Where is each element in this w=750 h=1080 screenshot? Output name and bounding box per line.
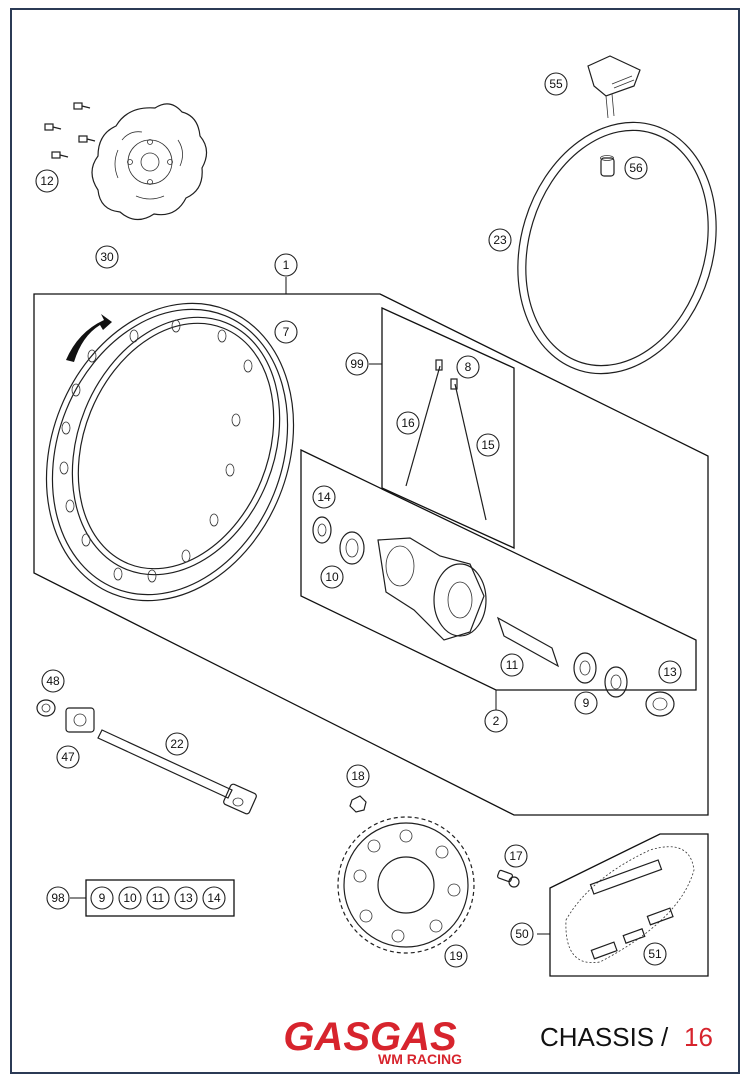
wheel-rim (45, 302, 295, 602)
brand-name: GASGAS (283, 1015, 457, 1059)
kit-98-item: 9 (90, 886, 114, 910)
callout-18: 18 (346, 764, 370, 788)
callout-98: 98 (46, 886, 70, 910)
callout-8: 8 (456, 355, 480, 379)
callout-50: 50 (510, 922, 534, 946)
rear-sprocket (337, 816, 475, 954)
rim-band (517, 121, 717, 375)
chain-adjuster (65, 707, 95, 733)
svg-text:23: 23 (493, 233, 507, 247)
svg-text:10: 10 (123, 891, 137, 905)
svg-text:11: 11 (152, 891, 165, 905)
svg-text:13: 13 (179, 891, 193, 905)
callout-1: 1 (274, 253, 298, 277)
svg-text:48: 48 (46, 674, 60, 688)
callout-10: 10 (320, 565, 344, 589)
axle-nut (36, 699, 56, 717)
svg-text:22: 22 (170, 737, 184, 751)
callout-23: 23 (488, 228, 512, 252)
brake-disc (91, 103, 208, 221)
rotation-arrow-icon (66, 314, 112, 362)
svg-text:18: 18 (351, 769, 365, 783)
callout-55: 55 (544, 72, 568, 96)
callout-48: 48 (41, 669, 65, 693)
callout-47: 47 (56, 745, 80, 769)
svg-text:55: 55 (549, 77, 563, 91)
svg-text:10: 10 (325, 570, 339, 584)
hub-box (300, 448, 697, 691)
svg-text:56: 56 (629, 161, 643, 175)
svg-text:7: 7 (283, 325, 290, 339)
chain-link (622, 928, 646, 944)
chain (565, 846, 695, 964)
hub (312, 516, 675, 717)
callout-17: 17 (504, 844, 528, 868)
callout-56: 56 (624, 156, 648, 180)
svg-text:2: 2 (493, 714, 500, 728)
svg-text:1: 1 (283, 258, 290, 272)
callout-15: 15 (476, 433, 500, 457)
svg-text:9: 9 (99, 891, 106, 905)
svg-text:12: 12 (40, 174, 54, 188)
callout-14: 14 (312, 485, 336, 509)
callout-30: 30 (95, 245, 119, 269)
svg-text:30: 30 (100, 250, 114, 264)
svg-text:11: 11 (506, 658, 519, 672)
disc-bolts (44, 102, 96, 159)
kit-98-item: 11 (146, 886, 170, 910)
svg-text:47: 47 (61, 750, 75, 764)
svg-text:14: 14 (317, 490, 331, 504)
callout-22: 22 (165, 732, 189, 756)
callout-51: 51 (643, 942, 667, 966)
spokes-box (381, 306, 515, 550)
svg-text:14: 14 (207, 891, 221, 905)
axle (97, 729, 257, 815)
section-title: CHASSIS (540, 1022, 654, 1052)
callout-11: 11 (500, 653, 524, 677)
kit-98-item: 14 (202, 886, 226, 910)
svg-text:51: 51 (648, 947, 662, 961)
spokes (405, 359, 487, 521)
brand-logo: GASGAS WM RACING (283, 1015, 462, 1067)
section-separator: / (661, 1022, 669, 1052)
svg-text:50: 50 (515, 927, 529, 941)
callout-12: 12 (35, 169, 59, 193)
valve-nut (600, 155, 615, 177)
callout-2: 2 (484, 709, 508, 733)
sprocket-bolt (497, 869, 520, 888)
svg-text:99: 99 (350, 357, 364, 371)
svg-text:19: 19 (449, 949, 463, 963)
page-border (10, 8, 740, 1074)
chain-box (549, 833, 709, 977)
section-label: CHASSIS / 16 (540, 1022, 713, 1052)
callout-7: 7 (274, 320, 298, 344)
svg-text:9: 9 (583, 696, 590, 710)
page-number: 16 (684, 1022, 713, 1052)
kit-98-item: 13 (174, 886, 198, 910)
callout-19: 19 (444, 944, 468, 968)
kit-98-item: 10 (118, 886, 142, 910)
callout-13: 13 (658, 660, 682, 684)
rim-lock (587, 55, 641, 119)
svg-text:16: 16 (401, 416, 415, 430)
wheel-assembly-box (33, 293, 709, 816)
callout-16: 16 (396, 411, 420, 435)
callout-99: 99 (345, 352, 369, 376)
brand-subtitle: WM RACING (378, 1051, 462, 1067)
svg-text:98: 98 (51, 891, 65, 905)
svg-text:15: 15 (481, 438, 495, 452)
svg-text:13: 13 (663, 665, 677, 679)
svg-text:8: 8 (465, 360, 472, 374)
callout-9: 9 (574, 691, 598, 715)
svg-text:17: 17 (509, 849, 523, 863)
sprocket-nut (349, 795, 367, 813)
